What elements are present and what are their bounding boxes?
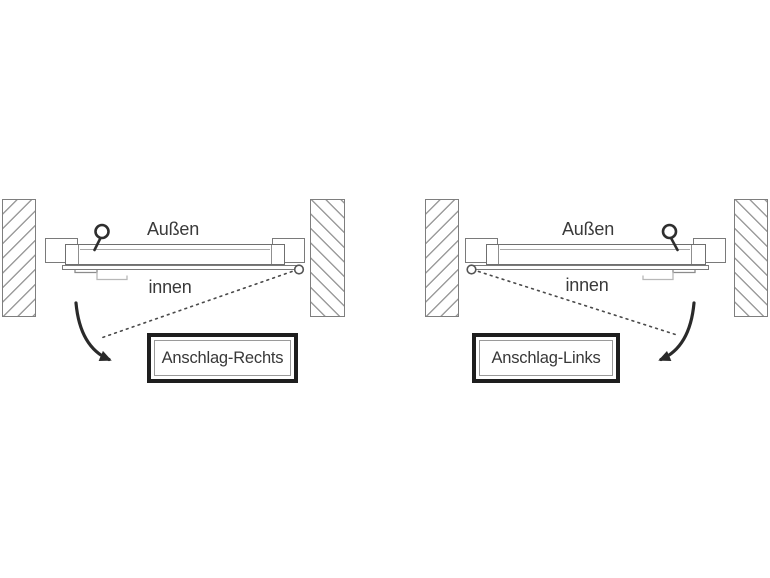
hinge-type-label: Anschlag-Rechts: [161, 348, 284, 367]
door-threshold-strip: [470, 264, 709, 270]
door-seal-profile: [672, 270, 696, 274]
door-slab-face-line: [500, 248, 690, 250]
inside-label: innen: [565, 275, 609, 295]
door-slab-edge-line-left: [78, 245, 80, 264]
wall-right-hatched: [310, 199, 345, 317]
hinge-type-box-rechts: Anschlag-Rechts: [147, 333, 298, 383]
door-seal-profile-light: [642, 272, 674, 281]
hinge-type-label: Anschlag-Links: [491, 348, 601, 367]
door-slab-edge-line-right: [691, 245, 693, 264]
outside-label: Außen: [146, 219, 200, 239]
door-slab-edge-line-right: [271, 245, 273, 264]
wall-left-hatched: [425, 199, 459, 317]
hinge-type-box-inner-frame: [479, 340, 613, 376]
swing-arrow-icon: [658, 301, 696, 362]
outside-label: Außen: [561, 219, 615, 239]
inside-label: innen: [148, 277, 192, 297]
door-threshold-strip: [62, 264, 301, 270]
hinge-type-box-links: Anschlag-Links: [472, 333, 620, 383]
door-slab-face-line: [80, 248, 270, 250]
wall-right-hatched: [734, 199, 768, 317]
door-slab: [65, 244, 285, 265]
door-slab-edge-line-left: [498, 245, 500, 264]
hinge-type-box-inner-frame: [154, 340, 291, 376]
door-slab: [486, 244, 706, 265]
wall-left-hatched: [2, 199, 36, 317]
